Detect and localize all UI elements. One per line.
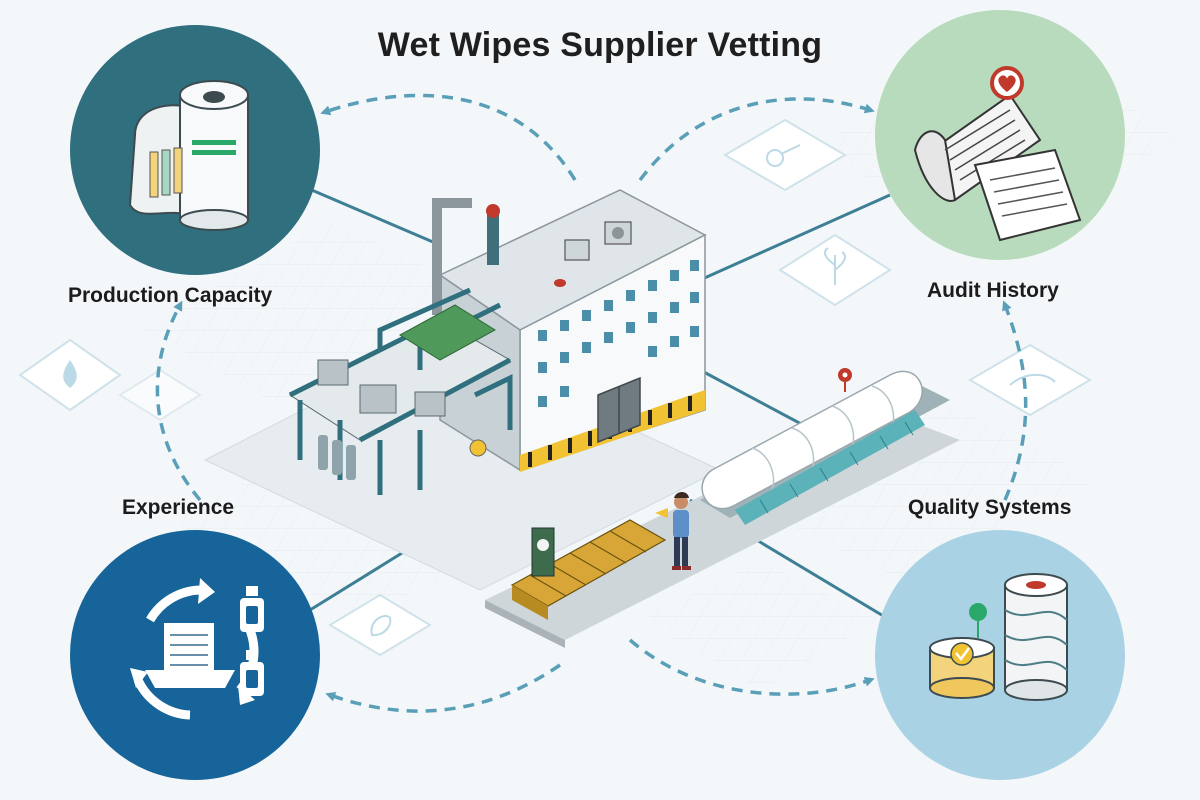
- arrow-left-up: [155, 300, 202, 502]
- node-experience[interactable]: [70, 530, 320, 780]
- audit-document-icon: [913, 66, 1082, 242]
- arrow-bottom-left: [325, 663, 561, 713]
- check-badge-icon: [950, 642, 974, 666]
- worker-figure: [655, 492, 691, 570]
- arrow-top-left: [320, 93, 577, 181]
- quality-containers-icon: [929, 573, 1068, 701]
- green-pin-icon: [969, 603, 987, 621]
- leaf-tile: [328, 593, 432, 657]
- label-quality-systems: Quality Systems: [908, 496, 1072, 519]
- node-quality-systems[interactable]: [875, 530, 1125, 780]
- arrow-right-up: [1002, 300, 1028, 501]
- flow-arrows: [155, 93, 1028, 713]
- quality-circle: [875, 530, 1125, 780]
- label-audit-history: Audit History: [927, 279, 1059, 302]
- node-audit-history[interactable]: [875, 10, 1125, 260]
- wipes-roll-icon: [128, 80, 249, 231]
- packaging-line: [510, 519, 667, 620]
- arrow-top-right: [638, 97, 875, 182]
- page-title: Wet Wipes Supplier Vetting: [377, 26, 823, 64]
- decorative-tiles: [18, 118, 1092, 657]
- node-production-capacity[interactable]: [70, 25, 320, 275]
- magnifier-tile: [723, 118, 847, 192]
- document-stack-icon: [145, 621, 235, 688]
- label-production-capacity: Production Capacity: [68, 284, 273, 307]
- hand-tile: [968, 343, 1092, 417]
- factory-illustration: [203, 189, 960, 648]
- roll-machine: [700, 368, 950, 525]
- label-experience: Experience: [122, 496, 235, 519]
- factory-machinery: [288, 287, 513, 495]
